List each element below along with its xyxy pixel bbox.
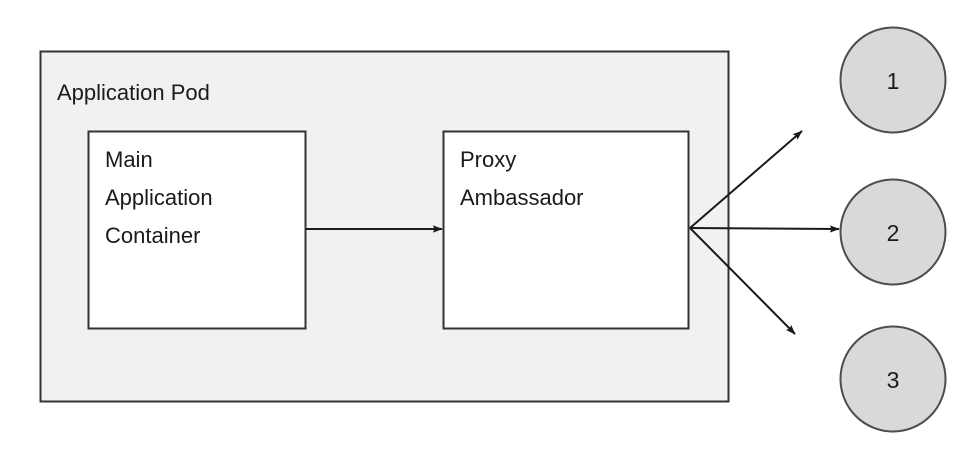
external-service-circle-1[interactable] [839,26,947,134]
external-service-circle-3[interactable] [839,325,947,433]
main-application-container-label-line1: Main [105,147,153,172]
connector-proxy-to-service-1 [689,130,803,229]
external-service-label-1: 1 [887,68,900,94]
external-service-label-2: 2 [887,220,900,246]
connector-proxy-to-service-2 [689,225,840,233]
proxy-ambassador-container-label-line2: Ambassador [460,185,584,210]
proxy-ambassador-container-label-line1: Proxy [460,147,516,172]
external-service-circle-2[interactable] [839,178,947,286]
main-application-container-label-line2: Application [105,185,213,210]
main-application-container-label-line3: Container [105,223,200,248]
connector-proxy-to-service-3 [689,227,796,335]
proxy-ambassador-container-box[interactable] [442,130,690,330]
external-service-label-3: 3 [887,367,900,393]
application-pod-label: Application Pod [57,80,210,105]
main-application-container-box[interactable] [87,130,307,330]
